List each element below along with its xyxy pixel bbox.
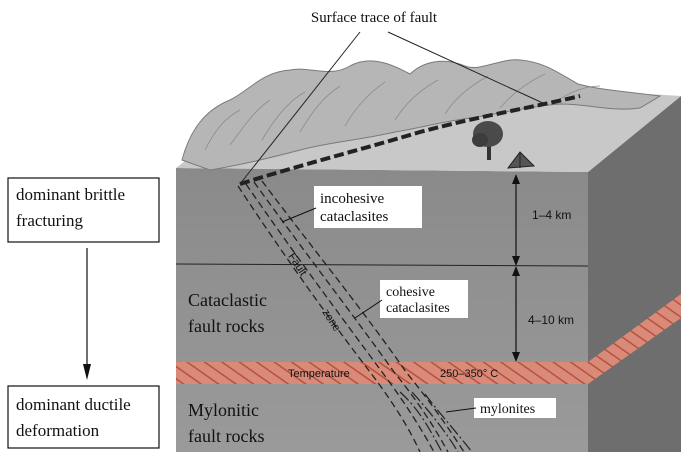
- mylonitic-label-line1: Mylonitic: [188, 400, 259, 420]
- cohesive-label-line2: cataclasites: [386, 301, 450, 316]
- brittle-label-line1: dominant brittle: [16, 185, 125, 204]
- brittle-label-line2: fracturing: [16, 211, 84, 230]
- depth-upper-label: 1–4 km: [532, 208, 571, 222]
- brittle-to-ductile-arrow: [83, 248, 91, 380]
- depth-lower-label: 4–10 km: [528, 313, 574, 327]
- temperature-label: Temperature: [288, 368, 350, 380]
- diagram-title: Surface trace of fault: [311, 10, 438, 26]
- mylonitic-label-line2: fault rocks: [188, 426, 264, 446]
- incohesive-label-line1: incohesive: [320, 191, 384, 207]
- cataclastic-label-line2: fault rocks: [188, 316, 264, 336]
- cohesive-label-line1: cohesive: [386, 285, 435, 300]
- ductile-label-line2: deformation: [16, 421, 100, 440]
- mylonites-label: mylonites: [480, 402, 535, 417]
- temperature-range-label: 250–350° C: [440, 368, 498, 380]
- cataclastic-label-line1: Cataclastic: [188, 290, 267, 310]
- incohesive-label-line2: cataclasites: [320, 209, 388, 225]
- ductile-label-line1: dominant ductile: [16, 395, 131, 414]
